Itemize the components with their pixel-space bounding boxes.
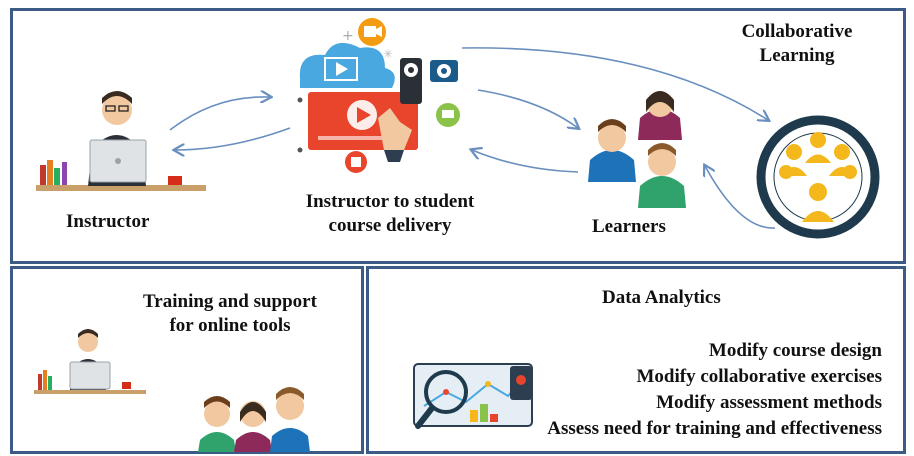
training-title-line2: for online tools (169, 315, 291, 336)
learners-icon (588, 91, 686, 208)
arrow-to-learners (477, 89, 578, 128)
analytics-list: Modify course design Modify collaborativ… (440, 338, 882, 442)
arrow-to-learners-from-collab (705, 166, 776, 229)
delivery-label-line1: Instructor to student (305, 191, 475, 212)
instructor-icon (36, 91, 206, 191)
instructor-label: Instructor (66, 211, 150, 232)
training-instructor-icon (34, 329, 146, 394)
analytics-item: Modify collaborative exercises (636, 366, 882, 387)
svg-text:✳: ✳ (383, 47, 393, 61)
arrow-to-collaboration (461, 47, 768, 120)
collab-label-line2: Learning (759, 45, 835, 66)
learners-label: Learners (592, 216, 666, 237)
top-panel (10, 8, 906, 264)
analytics-item: Modify assessment methods (656, 392, 882, 413)
collab-label-line1: Collaborative (741, 21, 853, 42)
collaborative-learning-label: Collaborative Learning (712, 20, 882, 68)
course-delivery-icon: + ✳ (297, 18, 460, 173)
analytics-title: Data Analytics (602, 287, 721, 308)
training-panel (10, 266, 364, 454)
training-title-line1: Training and support (143, 291, 317, 312)
analytics-item: Assess need for training and effectivene… (547, 418, 882, 439)
arrow-to-delivery (169, 97, 270, 131)
delivery-label: Instructor to student course delivery (260, 190, 520, 238)
svg-text:+: + (342, 28, 354, 44)
analytics-item: Modify course design (708, 340, 882, 361)
analytics-icon (413, 363, 533, 429)
trainees-icon (198, 387, 310, 452)
arrow-to-delivery-back (472, 150, 579, 173)
arrow-to-instructor (175, 127, 291, 150)
delivery-label-line2: course delivery (328, 215, 452, 236)
collaborative-learning-icon (756, 115, 880, 239)
training-title: Training and support for online tools (110, 290, 350, 338)
